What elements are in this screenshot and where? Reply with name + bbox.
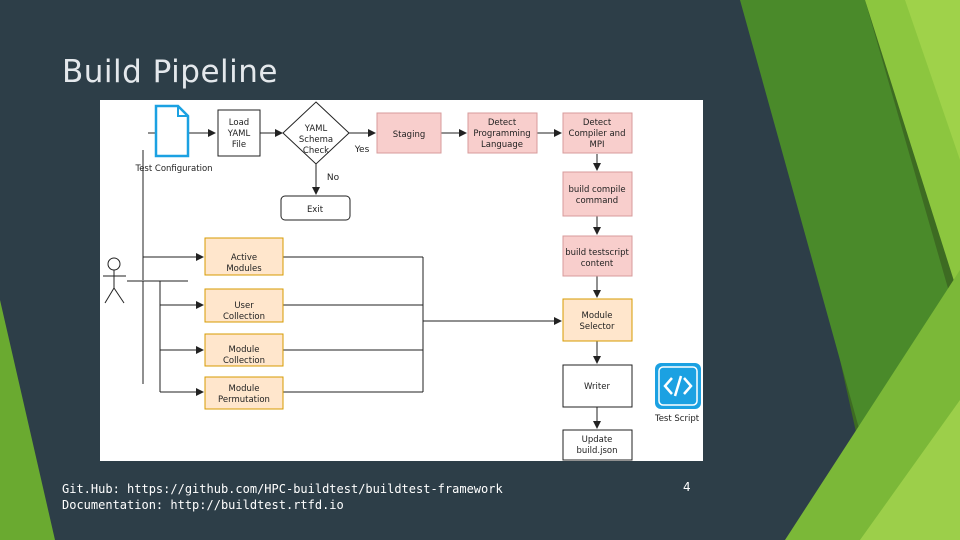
- load-yaml-line-2: YAML: [227, 129, 251, 139]
- test-script-label: Test Script: [654, 414, 700, 424]
- writer-label: Writer: [584, 382, 610, 392]
- build-compile-box: [562, 171, 633, 217]
- update-json-box: [562, 429, 633, 461]
- github-link[interactable]: Git.Hub: https://github.com/HPC-buildtes…: [62, 482, 503, 496]
- module-selector-line-2: Selector: [580, 322, 615, 332]
- code-script-icon: [655, 363, 701, 409]
- schema-check-line-3: Check: [303, 146, 329, 156]
- green-accent-left: [0, 300, 55, 540]
- active-modules-line-2: Modules: [226, 264, 262, 274]
- user-collection-line-1: User: [234, 301, 254, 311]
- user-actor-icon: [103, 257, 126, 304]
- pipeline-diagram: Test Configuration Load YAML File YAML S…: [103, 101, 701, 461]
- writer-box: [562, 364, 633, 408]
- module-collection-line-2: Collection: [223, 356, 265, 366]
- schema-check-line-1: YAML: [304, 124, 328, 134]
- build-compile-line-2: command: [576, 196, 618, 206]
- module-permutation-box: [204, 376, 284, 410]
- build-testscript-box: [562, 235, 633, 277]
- module-collection-box: [204, 333, 284, 367]
- documentation-link[interactable]: Documentation: http://buildtest.rtfd.io: [62, 498, 344, 512]
- detect-language-line-2: Programming: [473, 129, 530, 139]
- detect-compiler-box: [562, 112, 633, 154]
- load-yaml-box: [217, 109, 261, 157]
- module-selector-box: [562, 298, 633, 342]
- load-yaml-line-1: Load: [229, 118, 249, 128]
- detect-language-box: [467, 112, 538, 154]
- staging-label: Staging: [393, 130, 425, 140]
- user-collection-line-2: Collection: [223, 312, 265, 322]
- detect-language-line-1: Detect: [488, 118, 517, 128]
- detect-compiler-line-3: MPI: [590, 140, 605, 150]
- file-icon: [154, 104, 190, 158]
- build-testscript-line-2: content: [581, 259, 614, 269]
- load-yaml-line-3: File: [232, 140, 246, 150]
- exit-box: [280, 195, 351, 221]
- update-json-line-1: Update: [582, 435, 613, 445]
- detect-language-line-3: Language: [481, 140, 523, 150]
- slide-title: Build Pipeline: [62, 54, 278, 90]
- green-accent-bottom-light: [860, 400, 960, 540]
- build-compile-line-1: build compile: [568, 185, 625, 195]
- diagram-panel: Test Configuration Load YAML File YAML S…: [100, 100, 703, 461]
- page-number: 4: [683, 480, 691, 494]
- green-accent-top-corner: [905, 0, 960, 160]
- module-collection-line-1: Module: [229, 345, 260, 355]
- module-permutation-line-1: Module: [229, 384, 260, 394]
- footer-links: Git.Hub: https://github.com/HPC-buildtes…: [62, 481, 503, 513]
- build-testscript-line-1: build testscript: [565, 248, 629, 258]
- user-collection-box: [204, 288, 284, 323]
- no-label: No: [327, 173, 340, 183]
- schema-check-diamond: [282, 101, 350, 165]
- active-modules-box: [204, 237, 284, 276]
- module-selector-line-1: Module: [582, 311, 613, 321]
- module-permutation-line-2: Permutation: [218, 395, 270, 405]
- detect-compiler-line-2: Compiler and: [569, 129, 626, 139]
- connectors: [127, 129, 601, 429]
- test-configuration-label: Test Configuration: [134, 164, 212, 174]
- active-modules-line-1: Active: [231, 253, 257, 263]
- staging-box: [376, 112, 442, 154]
- schema-check-line-2: Schema: [299, 135, 333, 145]
- update-json-line-2: build.json: [577, 446, 618, 456]
- exit-label: Exit: [307, 205, 324, 215]
- yes-label: Yes: [354, 145, 370, 155]
- detect-compiler-line-1: Detect: [583, 118, 612, 128]
